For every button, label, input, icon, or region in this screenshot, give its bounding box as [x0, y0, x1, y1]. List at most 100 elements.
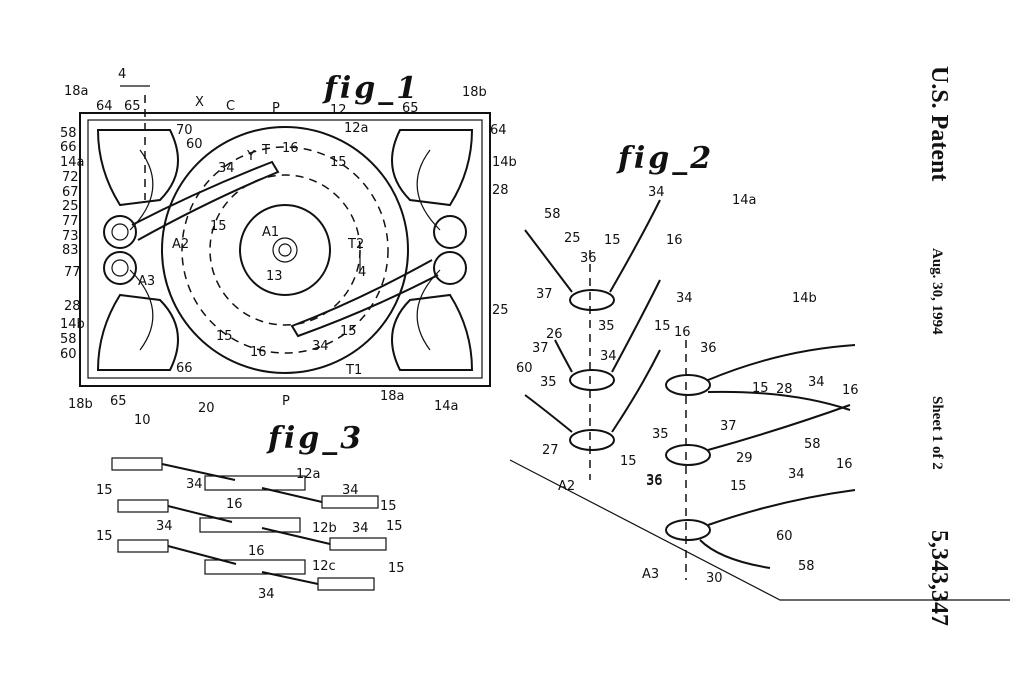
fig1-label: 12a	[344, 121, 369, 136]
fig3-label: 34	[258, 587, 275, 602]
fig3-disk-12b	[199, 517, 301, 533]
fig2-label: 16	[836, 457, 853, 472]
fig1-label: 64	[490, 123, 507, 138]
fig1-title: fig_1	[322, 71, 420, 106]
fig2-label: 16	[842, 383, 859, 398]
fig1-label: 58	[60, 126, 77, 141]
fig2-label: 35	[540, 375, 557, 390]
fig1-label: Y	[246, 149, 255, 164]
fig3-label: 34	[352, 521, 369, 536]
fig2-label: 34	[648, 185, 665, 200]
fig2-label: 37	[532, 341, 549, 356]
fig2-label: 25	[564, 231, 581, 246]
fig1-label: 15	[340, 324, 357, 339]
fig1-label: 66	[60, 140, 77, 155]
fig1-arm-link-14b	[129, 269, 154, 351]
fig1-ramp-18b-top	[391, 129, 474, 207]
fig1-pivot-right-bottom	[433, 251, 467, 285]
fig1-label: 58	[60, 332, 77, 347]
fig3-slider	[317, 577, 375, 591]
fig1-label: 20	[198, 401, 215, 416]
fig2-label: A3	[642, 567, 659, 582]
fig1-label: 15	[330, 155, 347, 170]
fig3-suspension-right	[261, 487, 331, 585]
fig2-label: 36	[646, 473, 663, 488]
fig2-label: 15	[752, 381, 769, 396]
fig3-label: 34	[156, 519, 173, 534]
fig3-disk-12c	[204, 559, 306, 575]
fig1-label: 66	[176, 361, 193, 376]
fig3-title: fig_3	[266, 421, 364, 456]
fig3-label: 15	[386, 519, 403, 534]
fig1-label: 34	[312, 339, 329, 354]
fig1-label: A1	[262, 225, 279, 240]
fig1-label: 60	[186, 137, 203, 152]
fig1-label: 34	[218, 161, 235, 176]
fig1-label: 72	[62, 170, 79, 185]
fig1-ramp-18a-top	[96, 129, 179, 207]
fig1-label: 77	[62, 214, 79, 229]
fig3-label: 34	[342, 483, 359, 498]
fig2-label: 60	[516, 361, 533, 376]
fig1-label: 18a	[380, 389, 405, 404]
fig2-arm-14a-1	[524, 199, 661, 293]
fig2-title: fig_2	[616, 141, 714, 176]
fig1-spindle	[272, 237, 298, 263]
fig2-label: 58	[544, 207, 561, 222]
fig2-label: 30	[706, 571, 723, 586]
fig1-label: 4	[118, 67, 126, 82]
fig1-label: C	[226, 99, 235, 114]
fig2-label: 34	[676, 291, 693, 306]
fig1-ramp-18a-bottom	[391, 293, 474, 371]
fig2-arm-14a-2	[554, 279, 661, 373]
fig2-hub-14b-2	[665, 444, 711, 466]
fig2-drawing: fig_2 34 14a 58 25 15 16 36 37 34 35 14b…	[509, 141, 1010, 601]
fig2-hub-14a-1	[569, 289, 615, 311]
fig1-label: 77	[64, 265, 81, 280]
fig3-drawing: fig_3 12a 15 34 16 34 15 34 12b 34 15 16…	[96, 421, 405, 602]
fig1-arm-upper	[131, 160, 280, 241]
fig2-label: 36	[580, 251, 597, 266]
fig1-label: 64	[96, 99, 113, 114]
fig1-label: 83	[62, 243, 79, 258]
fig2-hub-14b-3	[665, 519, 711, 541]
fig2-label: 36	[700, 341, 717, 356]
fig1-label: 14a	[60, 155, 85, 170]
fig2-label: 26	[546, 327, 563, 342]
fig2-label: 60	[776, 529, 793, 544]
fig2-label: 34	[600, 349, 617, 364]
fig2-label: 35	[652, 427, 669, 442]
fig2-arm-14b-2	[707, 404, 851, 451]
fig1-label: 70	[176, 123, 193, 138]
fig1-label: 13	[266, 269, 283, 284]
fig1-label: 28	[64, 299, 81, 314]
fig2-hub-14a-2	[569, 369, 615, 391]
fig2-label: 28	[776, 382, 793, 397]
fig1-label: 14b	[492, 155, 517, 170]
patent-office-label: U.S. Patent	[926, 66, 952, 182]
fig1-track-inner	[209, 174, 361, 326]
fig2-arm-14a-3	[524, 349, 661, 433]
fig3-label: 15	[380, 499, 397, 514]
fig2-label: 35	[598, 319, 615, 334]
fig2-label: A2	[558, 479, 575, 494]
fig1-arm-link-18a	[129, 149, 154, 231]
patent-date-label: Aug. 30, 1994	[929, 248, 945, 335]
fig1-base-inner	[87, 119, 483, 379]
fig1-platter	[161, 126, 409, 374]
fig2-label: 14b	[792, 291, 817, 306]
fig1-label: 15	[210, 219, 227, 234]
fig2-base-edge	[509, 459, 1010, 601]
fig1-label: 18a	[64, 84, 89, 99]
fig3-label: 15	[96, 529, 113, 544]
fig3-disk-12a	[204, 475, 306, 491]
fig1-label: 25	[62, 199, 79, 214]
fig1-label: P	[272, 101, 280, 116]
fig3-label: 34	[186, 477, 203, 492]
fig1-base-outer	[79, 112, 491, 387]
fig1-label: A3	[138, 274, 155, 289]
fig2-label: 58	[804, 437, 821, 452]
fig1-label: 25	[492, 303, 509, 318]
fig1-label: 60	[60, 347, 77, 362]
fig1-label: 65	[402, 101, 419, 116]
